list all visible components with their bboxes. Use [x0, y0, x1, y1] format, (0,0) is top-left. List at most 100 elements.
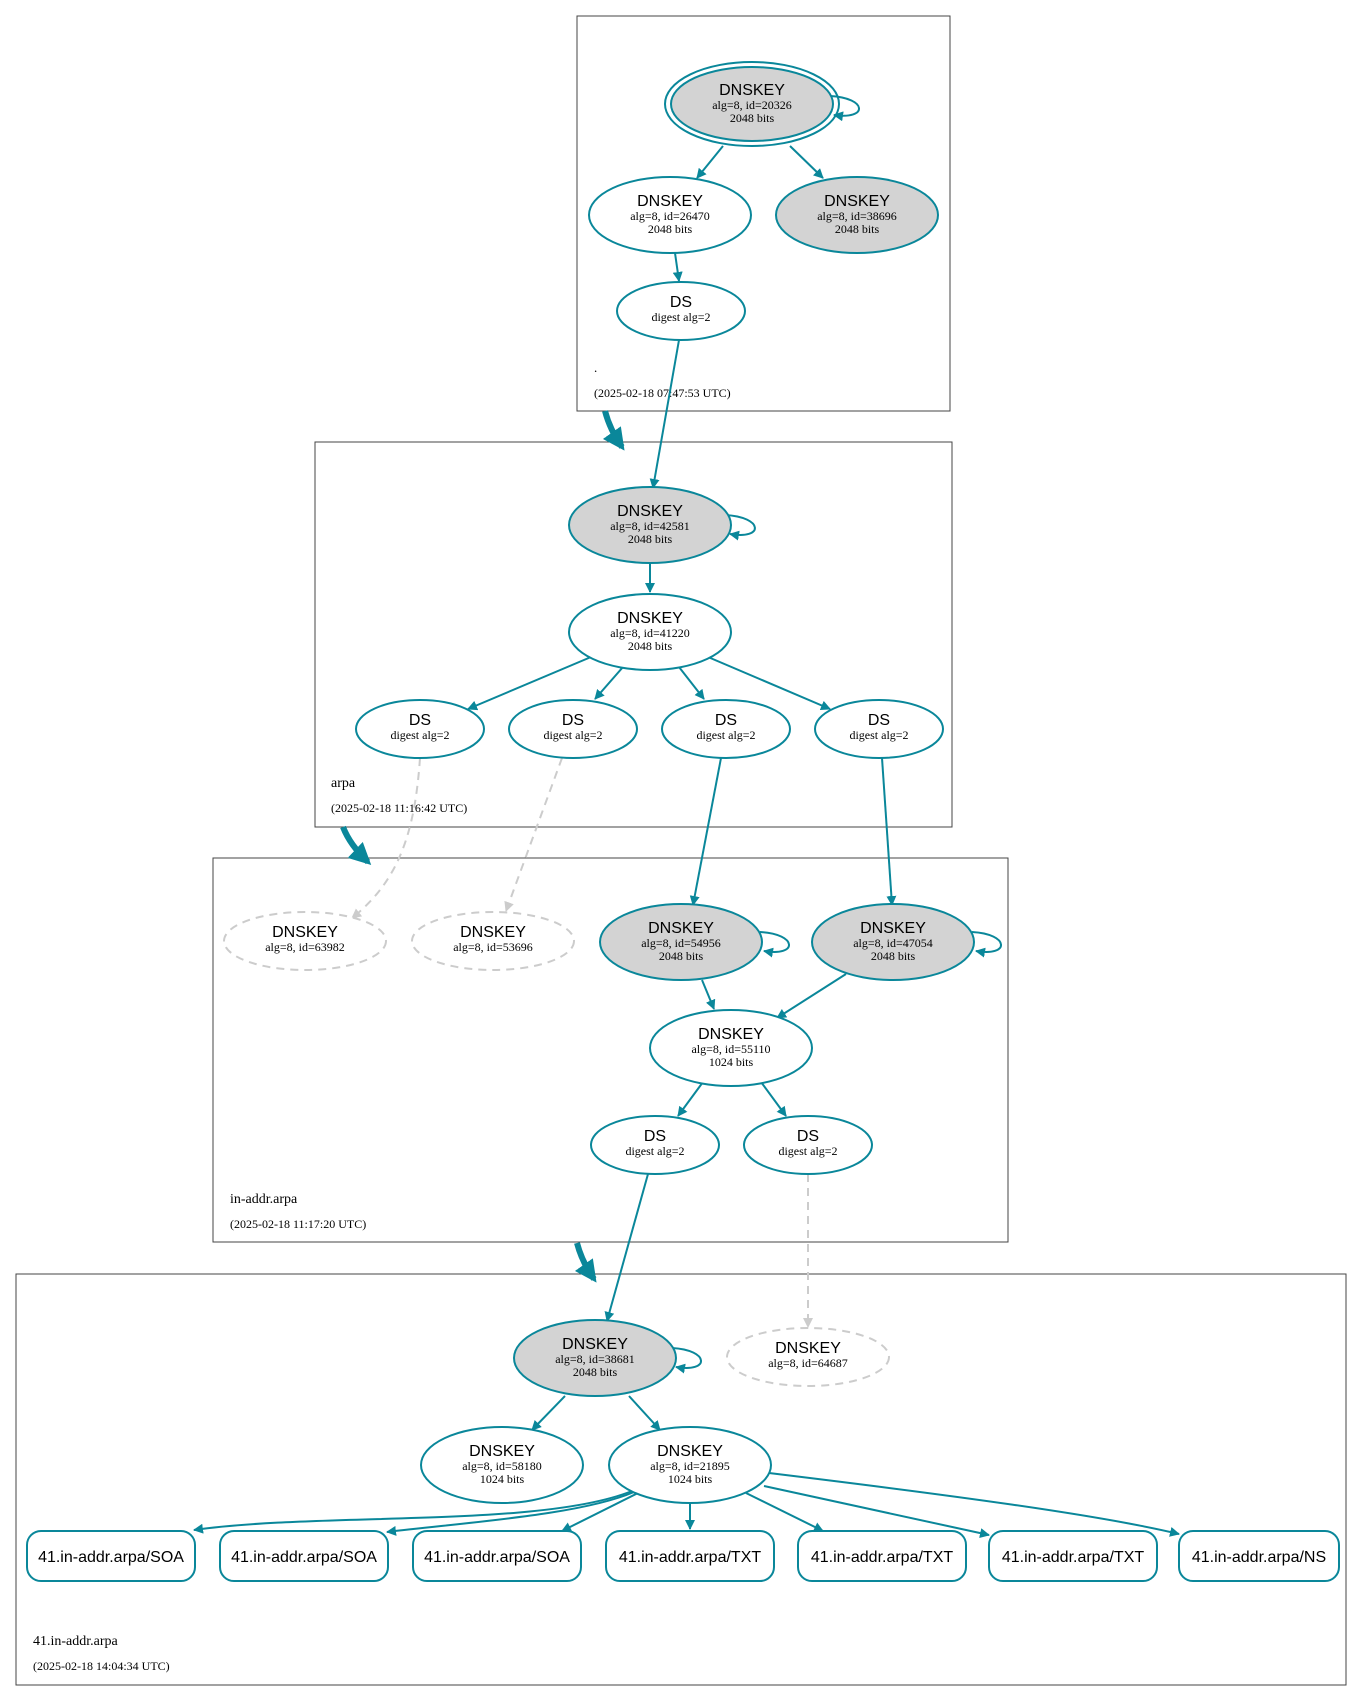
zone-arpa-timestamp: (2025-02-18 11:16:42 UTC): [331, 801, 467, 815]
edge-arpa-ksk-self: [724, 514, 756, 541]
node-title: DS: [868, 712, 890, 729]
edge-ia-zsk-ds2: [760, 1081, 787, 1117]
edge-ia-ksk1-zsk: [701, 979, 716, 1010]
edge-arpa-zsk-ds3: [678, 666, 705, 700]
edge-ia-zsk-ds1: [677, 1081, 704, 1117]
edge-root-ksk-k2: [789, 145, 824, 179]
node-title: DNSKEY: [648, 920, 714, 937]
edge-41-zsk2-rr5: [745, 1492, 824, 1532]
delegation-arrow-in-addr-41: [574, 1242, 597, 1283]
node-title: DNSKEY: [617, 610, 683, 627]
node-line2: 2048 bits: [871, 949, 916, 963]
node-ia-dnskey-63982[interactable]: DNSKEY alg=8, id=63982: [223, 911, 387, 971]
node-arpa-ds-1[interactable]: DS digest alg=2: [355, 699, 485, 759]
node-line1: alg=8, id=41220: [610, 626, 690, 640]
node-arpa-ds-3[interactable]: DS digest alg=2: [661, 699, 791, 759]
node-41-dnskey-21895[interactable]: DNSKEY alg=8, id=21895 1024 bits: [608, 1426, 772, 1504]
edge-ia-ksk2-zsk: [776, 973, 847, 1019]
zone-41-in-addr-arpa: 41.in-addr.arpa (2025-02-18 14:04:34 UTC…: [15, 1273, 1347, 1686]
node-root-dnskey-38696[interactable]: DNSKEY alg=8, id=38696 2048 bits: [775, 176, 939, 254]
node-line2: 2048 bits: [730, 111, 775, 125]
node-root-ds[interactable]: DS digest alg=2: [616, 281, 746, 341]
edge-root-ds-arpa-ksk: [649, 339, 680, 489]
node-line2: 2048 bits: [628, 532, 673, 546]
node-line1: digest alg=2: [625, 1144, 684, 1158]
node-line1: alg=8, id=42581: [610, 519, 690, 533]
zone-in-addr-arpa-timestamp: (2025-02-18 11:17:20 UTC): [230, 1217, 366, 1231]
node-title: DS: [562, 712, 584, 729]
rrset-ns[interactable]: 41.in-addr.arpa/NS: [1178, 1530, 1340, 1582]
rrset-txt-1[interactable]: 41.in-addr.arpa/TXT: [605, 1530, 775, 1582]
node-ia-ds-1[interactable]: DS digest alg=2: [590, 1115, 720, 1175]
zone-root: . (2025-02-18 07:47:53 UTC): [576, 15, 951, 412]
zone-arpa: arpa (2025-02-18 11:16:42 UTC): [314, 441, 953, 828]
node-line1: alg=8, id=64687: [768, 1356, 848, 1370]
node-line1: alg=8, id=55110: [691, 1042, 770, 1056]
node-41-dnskey-38681[interactable]: DNSKEY alg=8, id=38681 2048 bits: [513, 1319, 677, 1397]
rrset-txt-3[interactable]: 41.in-addr.arpa/TXT: [988, 1530, 1158, 1582]
node-ia-dnskey-54956[interactable]: DNSKEY alg=8, id=54956 2048 bits: [599, 903, 763, 981]
edges: [193, 95, 1180, 1538]
node-root-dnskey-20326[interactable]: DNSKEY alg=8, id=20326 2048 bits: [664, 61, 840, 147]
node-arpa-ds-2[interactable]: DS digest alg=2: [508, 699, 638, 759]
insecure-edges: [351, 757, 813, 1328]
rrset-label: 41.in-addr.arpa/SOA: [38, 1549, 184, 1566]
node-line1: alg=8, id=54956: [641, 936, 721, 950]
edge-arpa-zsk-ds4: [707, 656, 831, 711]
node-line1: alg=8, id=63982: [265, 940, 345, 954]
zone-arpa-name: arpa: [331, 776, 356, 791]
node-root-dnskey-26470[interactable]: DNSKEY alg=8, id=26470 2048 bits: [588, 176, 752, 254]
node-line2: 2048 bits: [648, 222, 693, 236]
node-ia-dnskey-53696[interactable]: DNSKEY alg=8, id=53696: [411, 911, 575, 971]
node-line1: alg=8, id=38696: [817, 209, 897, 223]
rrset-label: 41.in-addr.arpa/SOA: [424, 1549, 570, 1566]
node-title: DNSKEY: [469, 1443, 535, 1460]
node-line1: digest alg=2: [543, 728, 602, 742]
node-title: DNSKEY: [824, 193, 890, 210]
node-title: DS: [670, 294, 692, 311]
zone-41-in-addr-arpa-name: 41.in-addr.arpa: [33, 1634, 119, 1649]
rrset-label: 41.in-addr.arpa/TXT: [811, 1549, 954, 1566]
node-title: DS: [409, 712, 431, 729]
node-arpa-ds-4[interactable]: DS digest alg=2: [814, 699, 944, 759]
node-title: DNSKEY: [617, 503, 683, 520]
delegation-arrow-root-arpa: [602, 410, 625, 451]
rrset-soa-2[interactable]: 41.in-addr.arpa/SOA: [219, 1530, 389, 1582]
delegation-arrow-arpa-in-addr: [340, 825, 372, 866]
node-title: DNSKEY: [562, 1336, 628, 1353]
node-arpa-dnskey-41220[interactable]: DNSKEY alg=8, id=41220 2048 bits: [568, 593, 732, 671]
node-line2: 1024 bits: [709, 1055, 754, 1069]
node-ia-ds-2[interactable]: DS digest alg=2: [743, 1115, 873, 1175]
node-title: DNSKEY: [719, 82, 785, 99]
node-41-dnskey-64687[interactable]: DNSKEY alg=8, id=64687: [726, 1327, 890, 1387]
rrset-txt-2[interactable]: 41.in-addr.arpa/TXT: [797, 1530, 967, 1582]
node-ia-dnskey-55110[interactable]: DNSKEY alg=8, id=55110 1024 bits: [649, 1009, 813, 1087]
node-line2: 2048 bits: [659, 949, 704, 963]
edge-ia-ksk1-self: [759, 931, 790, 958]
node-title: DS: [644, 1128, 666, 1145]
node-title: DS: [715, 712, 737, 729]
node-title: DNSKEY: [860, 920, 926, 937]
rrset-label: 41.in-addr.arpa/SOA: [231, 1549, 377, 1566]
node-ia-dnskey-47054[interactable]: DNSKEY alg=8, id=47054 2048 bits: [811, 903, 975, 981]
node-41-dnskey-58180[interactable]: DNSKEY alg=8, id=58180 1024 bits: [420, 1426, 584, 1504]
node-line2: 2048 bits: [628, 639, 673, 653]
node-line1: digest alg=2: [651, 310, 710, 324]
rrset-label: 41.in-addr.arpa/TXT: [1002, 1549, 1145, 1566]
node-arpa-dnskey-42581[interactable]: DNSKEY alg=8, id=42581 2048 bits: [568, 486, 732, 564]
rrset-soa-3[interactable]: 41.in-addr.arpa/SOA: [412, 1530, 582, 1582]
edge-arpa-ds2-missing-key: [504, 757, 563, 912]
node-title: DS: [797, 1128, 819, 1145]
zone-root-name: .: [594, 360, 597, 375]
edge-root-ksk-zsk: [696, 145, 724, 179]
node-title: DNSKEY: [637, 193, 703, 210]
rrset-label: 41.in-addr.arpa/NS: [1192, 1549, 1326, 1566]
node-title: DNSKEY: [657, 1443, 723, 1460]
node-line1: alg=8, id=38681: [555, 1352, 635, 1366]
node-line1: alg=8, id=26470: [630, 209, 710, 223]
rrset-soa-1[interactable]: 41.in-addr.arpa/SOA: [26, 1530, 196, 1582]
edge-41-zsk2-rr1: [193, 1490, 633, 1534]
rrset-row: 41.in-addr.arpa/SOA 41.in-addr.arpa/SOA …: [26, 1530, 1340, 1582]
node-title: DNSKEY: [775, 1340, 841, 1357]
zone-in-addr-arpa-name: in-addr.arpa: [230, 1192, 298, 1207]
